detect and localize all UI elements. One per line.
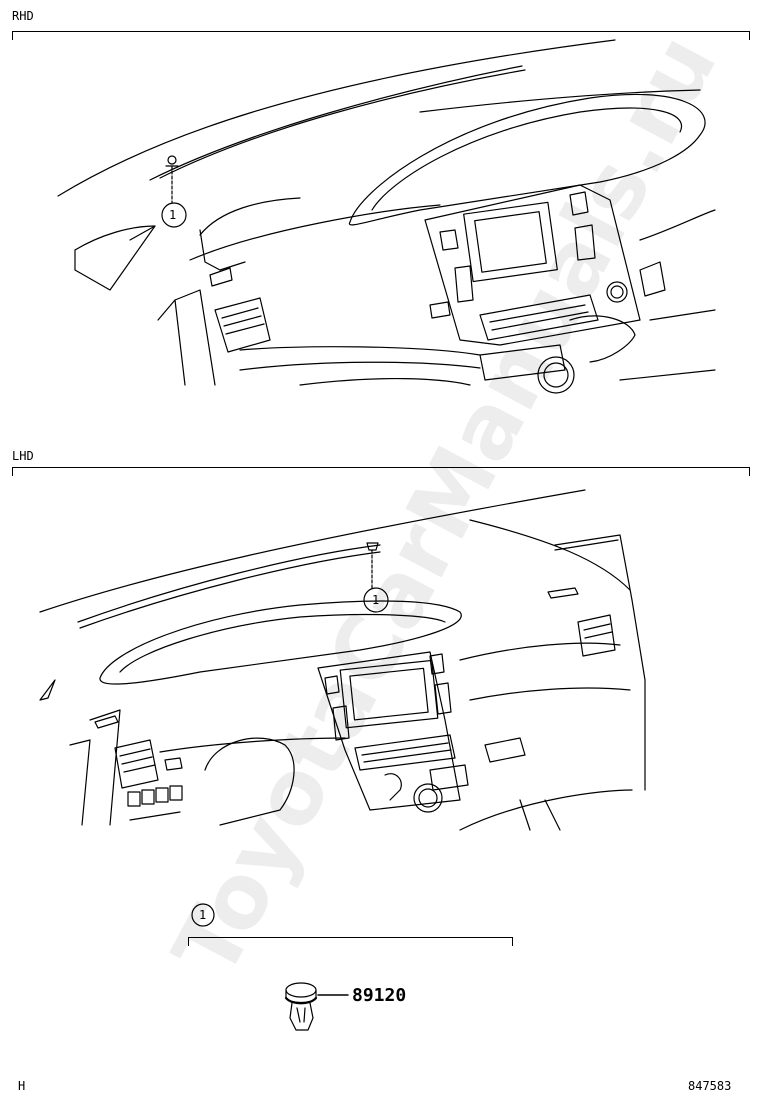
lhd-section-label: LHD bbox=[12, 449, 34, 463]
illustration-id: 847583 bbox=[688, 1079, 732, 1093]
legend-bracket bbox=[188, 937, 513, 946]
lhd-dashboard-drawing bbox=[39, 489, 646, 831]
lhd-section-bracket bbox=[12, 467, 750, 476]
lhd-callout-number: 1 bbox=[372, 593, 380, 607]
footer-code: H bbox=[18, 1079, 26, 1093]
lhd-callout-circle bbox=[363, 587, 389, 613]
rhd-section-bracket bbox=[12, 31, 750, 40]
clip-part-icon bbox=[284, 982, 349, 1031]
rhd-section-label: RHD bbox=[12, 9, 34, 23]
rhd-dashboard-drawing bbox=[57, 39, 716, 394]
legend-callout-number: 1 bbox=[199, 908, 207, 922]
part-number[interactable]: 89120 bbox=[352, 985, 407, 1006]
legend-callout-circle bbox=[191, 903, 215, 927]
rhd-callout-circle bbox=[161, 202, 187, 228]
rhd-callout-number: 1 bbox=[169, 208, 177, 222]
